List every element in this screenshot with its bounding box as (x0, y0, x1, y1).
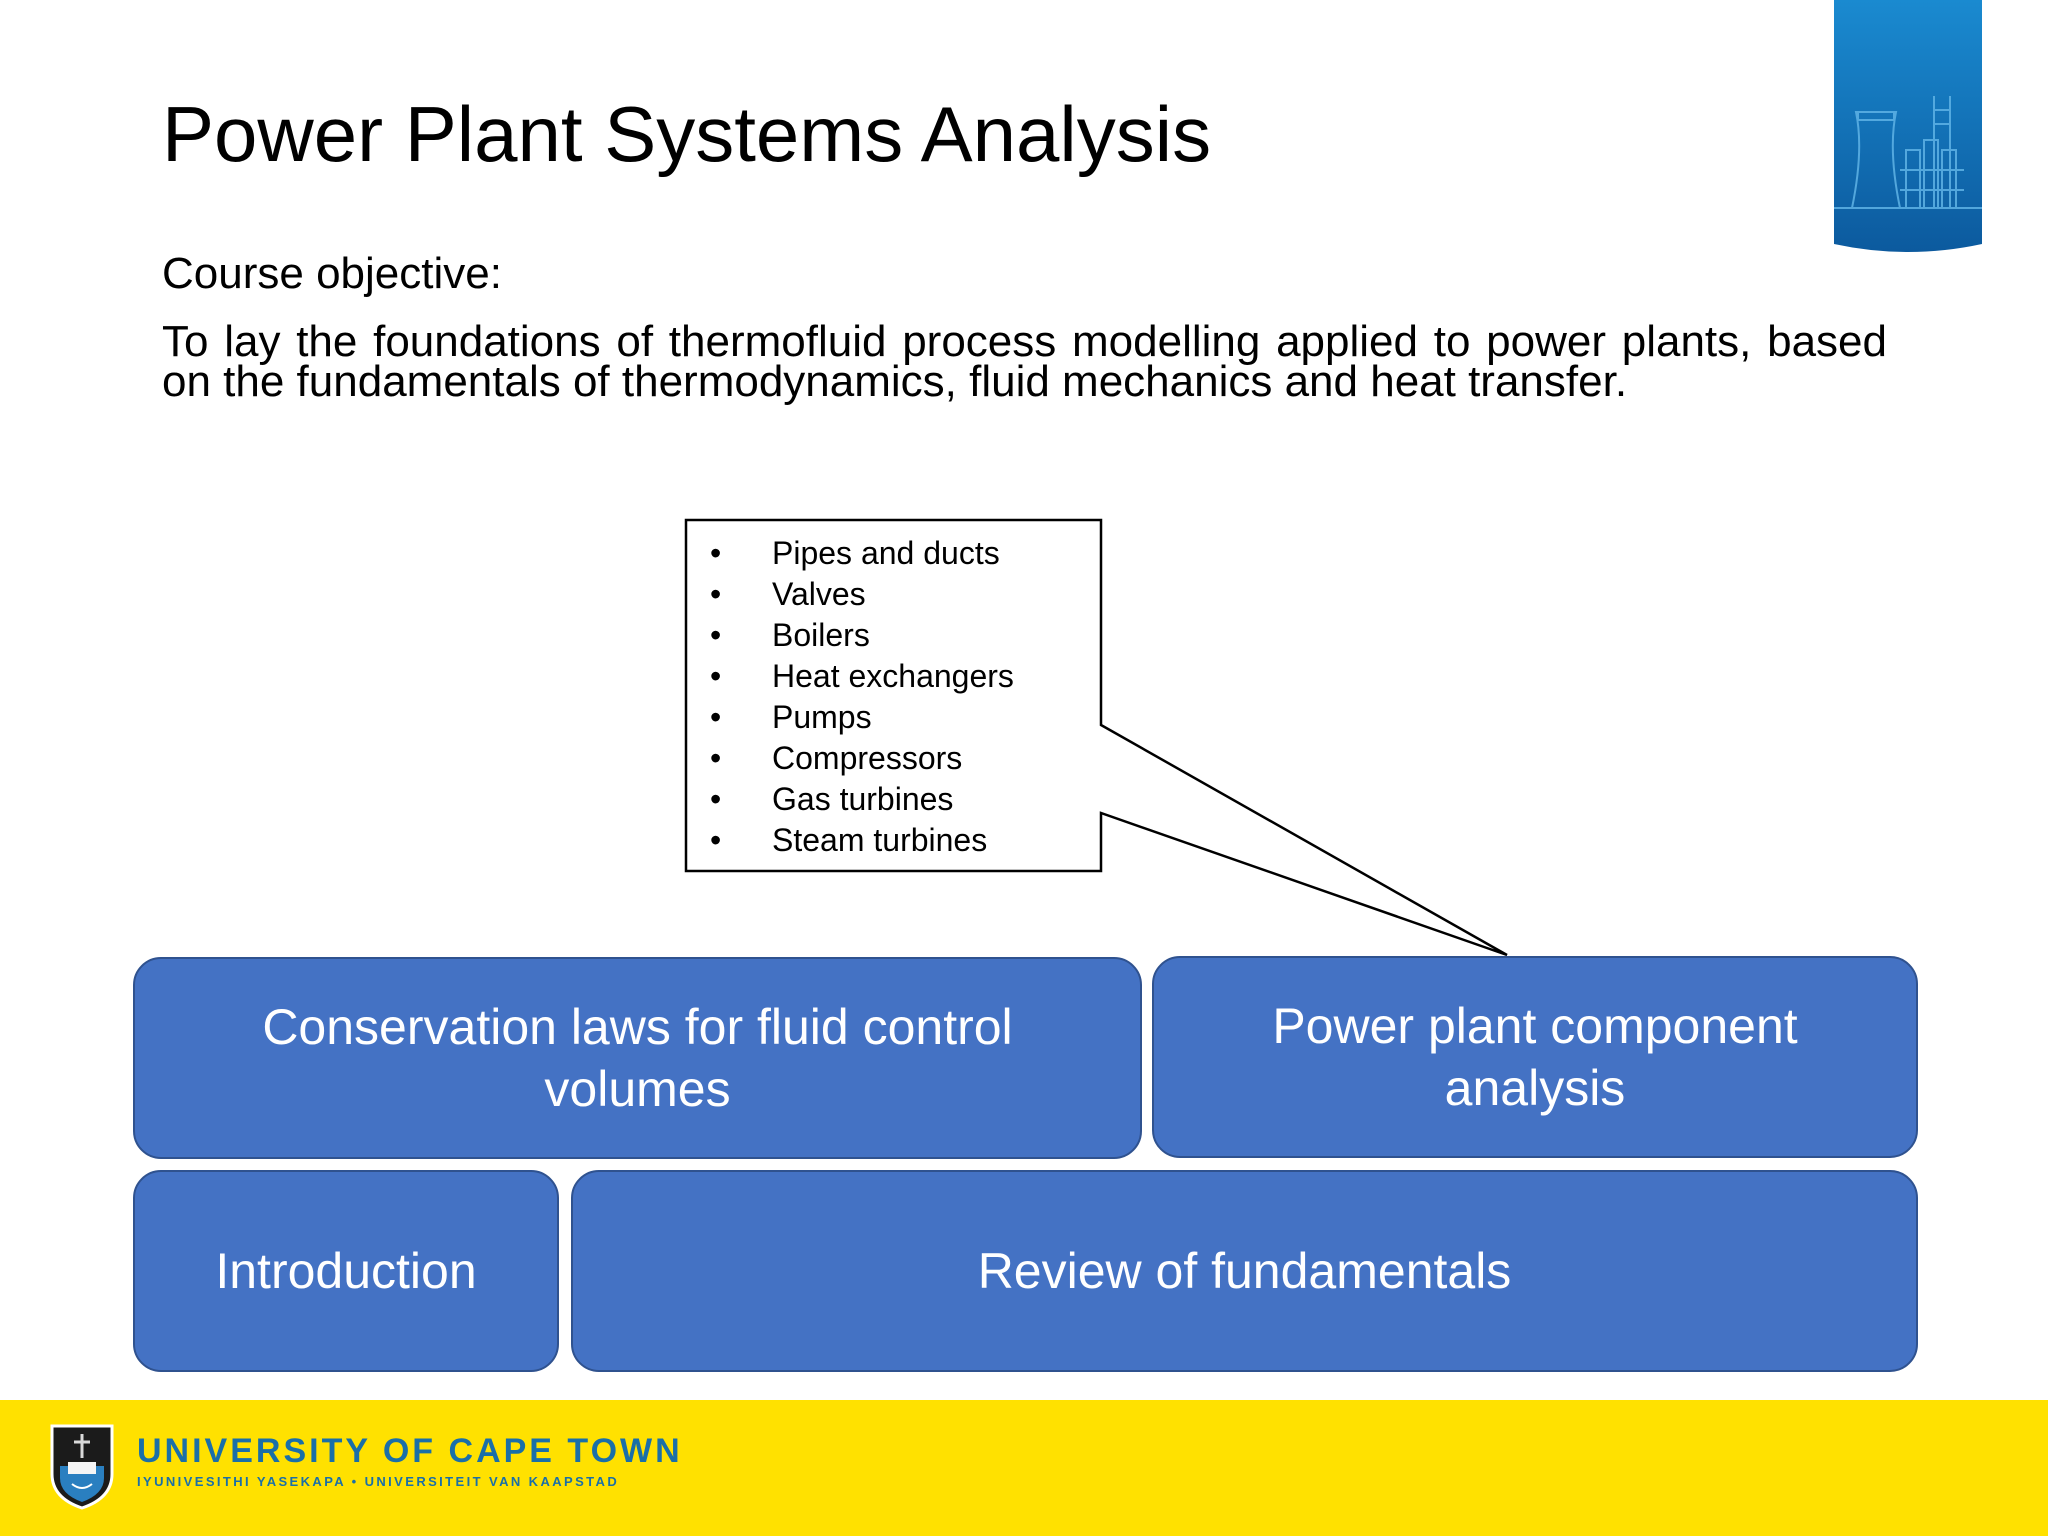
uct-crest-icon (50, 1424, 114, 1510)
list-item: Pipes and ducts (710, 533, 1014, 574)
block-label: Review of fundamentals (977, 1243, 1512, 1299)
list-item: Compressors (710, 738, 1014, 779)
component-list: Pipes and ducts Valves Boilers Heat exch… (710, 533, 1014, 861)
university-name: UNIVERSITY OF CAPE TOWN (137, 1432, 683, 1470)
list-item: Steam turbines (710, 820, 1014, 861)
block-label: Introduction (215, 1243, 477, 1299)
block-conservation-laws: Conservation laws for fluid control volu… (133, 957, 1142, 1159)
block-review-fundamentals: Review of fundamentals (571, 1170, 1918, 1372)
university-subtitle: IYUNIVESITHI YASEKAPA • UNIVERSITEIT VAN… (137, 1474, 620, 1489)
objective-label: Course objective: (162, 249, 502, 298)
list-item: Heat exchangers (710, 656, 1014, 697)
block-component-analysis: Power plant component analysis (1152, 956, 1918, 1158)
block-label: Power plant component analysis (1272, 998, 1798, 1116)
list-item: Boilers (710, 615, 1014, 656)
footer-bar (0, 1400, 2048, 1536)
power-plant-icon (1834, 0, 1982, 252)
block-label: Conservation laws for fluid control volu… (262, 999, 1013, 1117)
objective-text: To lay the foundations of thermofluid pr… (162, 317, 1887, 406)
list-item: Gas turbines (710, 779, 1014, 820)
list-item: Pumps (710, 697, 1014, 738)
slide-title: Power Plant Systems Analysis (162, 90, 1212, 178)
list-item: Valves (710, 574, 1014, 615)
callout-box (684, 518, 1508, 957)
block-introduction: Introduction (133, 1170, 559, 1372)
